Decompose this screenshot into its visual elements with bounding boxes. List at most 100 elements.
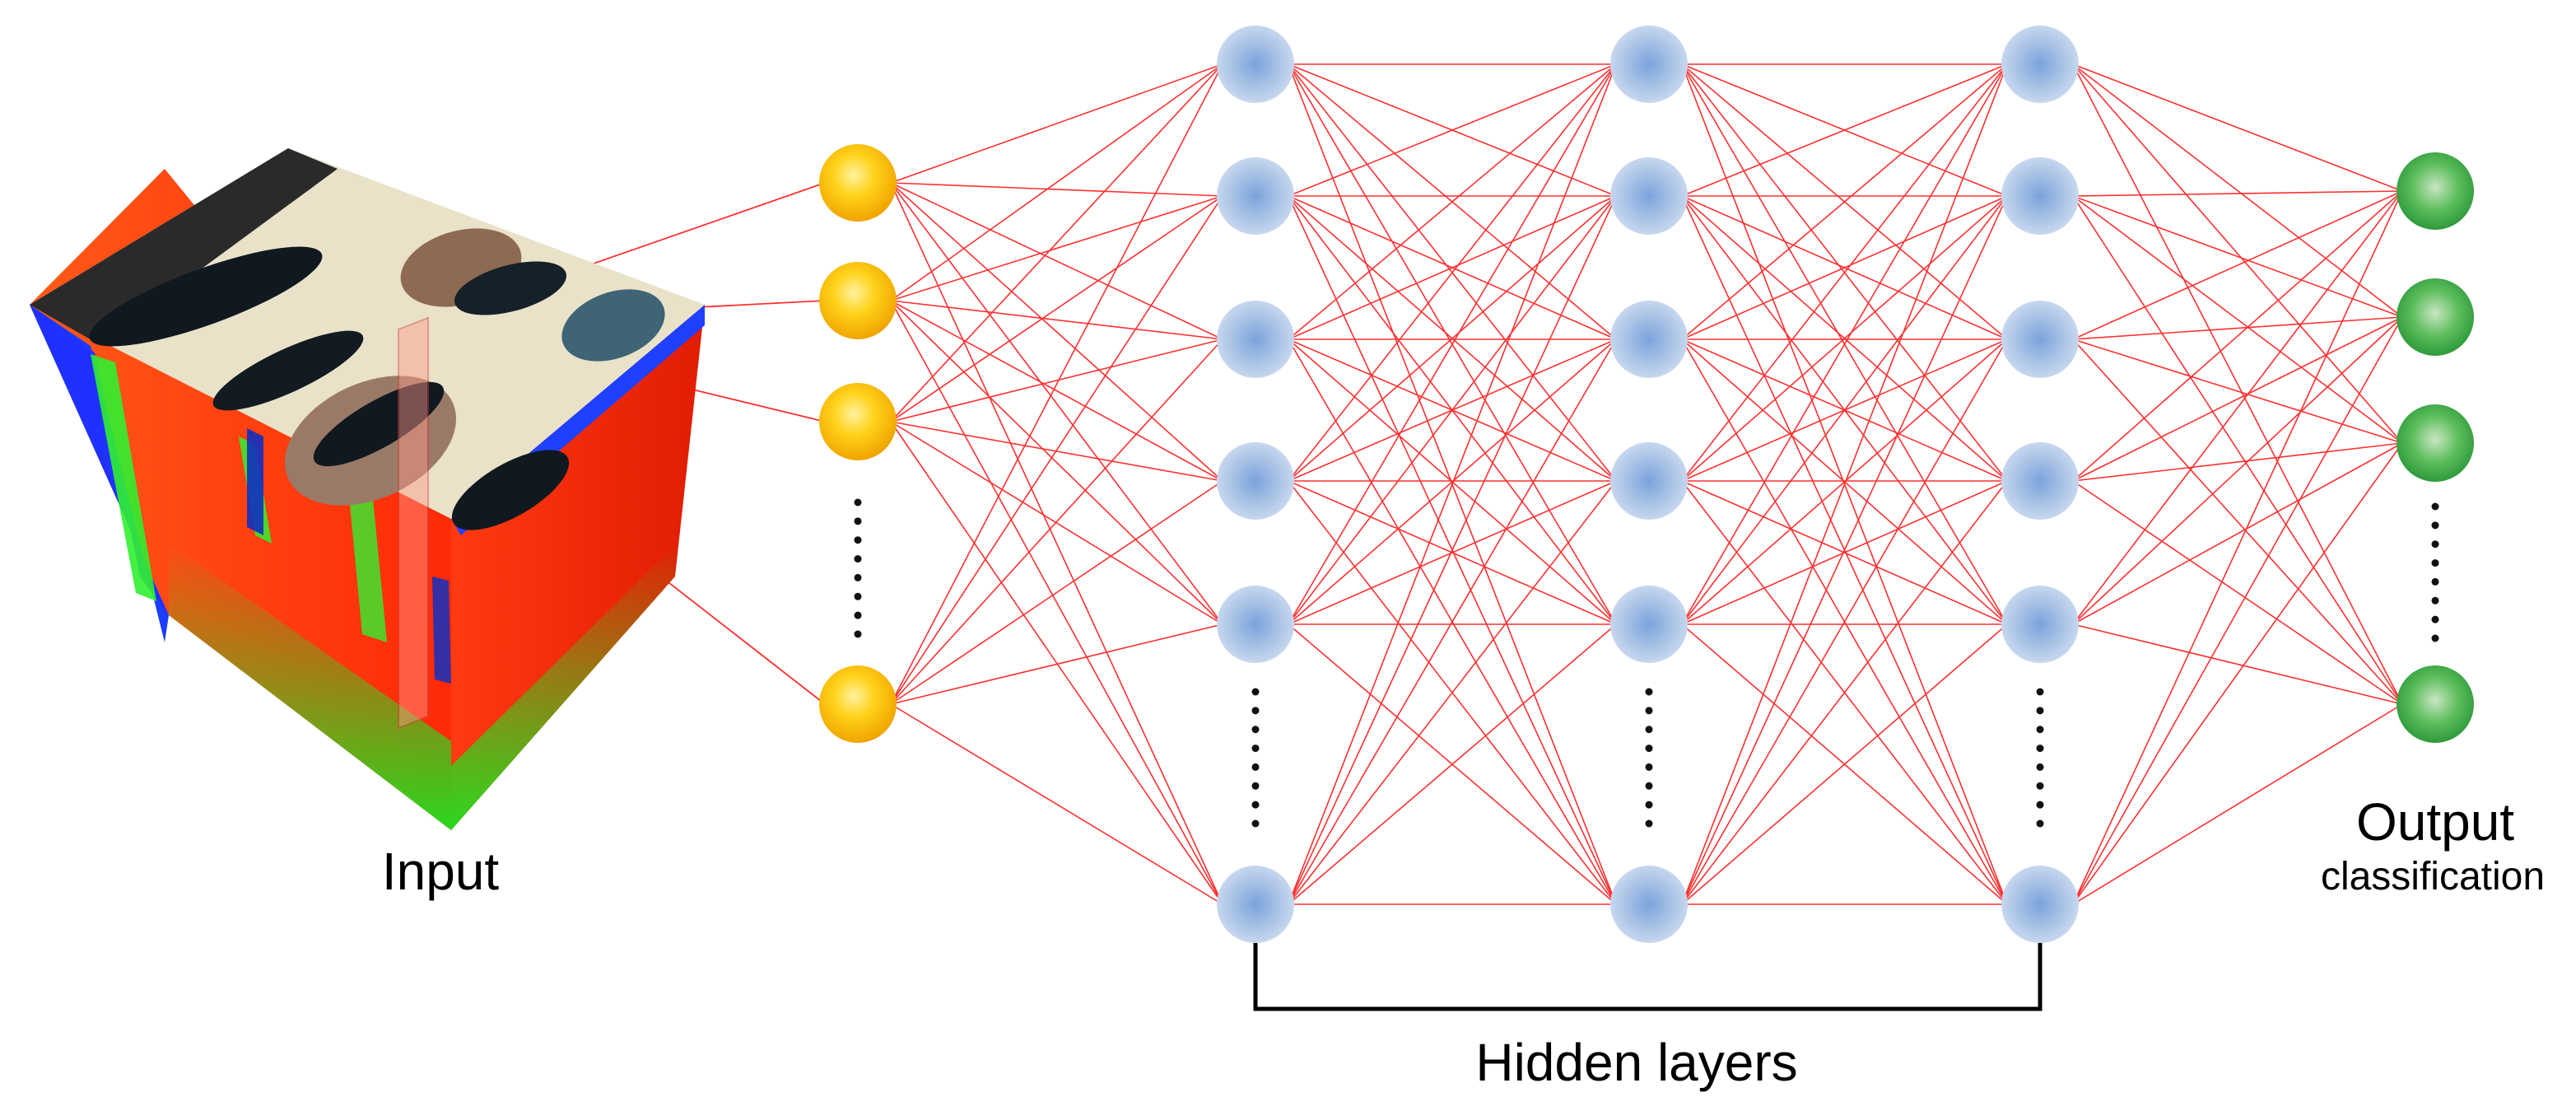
hidden-node: [1217, 301, 1294, 378]
connection-line: [890, 300, 1223, 625]
connection-line: [2072, 195, 2403, 705]
connection-line: [1681, 63, 2008, 905]
cube-side-bottom-green: [451, 544, 677, 830]
connection-line: [1681, 63, 2008, 340]
hidden-node: [2001, 301, 2079, 378]
connection-line: [1288, 338, 1617, 625]
connection-line: [2072, 195, 2403, 444]
output-ellipsis-dot: [2431, 559, 2439, 567]
connection-line: [2072, 442, 2403, 625]
connection-line: [2072, 703, 2403, 905]
cube-top-blue-patch: [561, 289, 665, 362]
connection-line: [1681, 623, 2008, 905]
connection-line: [1288, 480, 1617, 905]
input-node: [819, 262, 897, 339]
connection-line: [890, 703, 1223, 905]
connection-line: [1681, 195, 2008, 625]
hidden-ellipsis-dot: [2036, 688, 2044, 696]
connection-line: [1681, 63, 2008, 197]
connection-line: [2072, 190, 2403, 905]
hidden-node: [1610, 866, 1688, 943]
connection-line: [1288, 195, 1617, 625]
connection-line: [890, 63, 1223, 301]
input-ellipsis-dot: [854, 611, 862, 619]
connection-line: [2072, 195, 2403, 318]
connection-line: [1681, 480, 2008, 905]
connection-line: [1681, 63, 2008, 625]
connection-line: [2072, 63, 2403, 444]
connection-line: [2072, 338, 2403, 444]
hidden-node: [1217, 157, 1294, 235]
connection-line: [890, 338, 1223, 422]
input-label: Input: [382, 842, 500, 901]
connection-line: [890, 421, 1223, 625]
hidden-ellipsis-dot: [1645, 801, 1653, 809]
cube-front-blue-band: [247, 428, 263, 535]
cube-top-dark-corner: [30, 148, 338, 344]
hidden-node: [2001, 442, 2079, 520]
output-node: [2397, 152, 2474, 230]
hidden-ellipsis-dot: [1251, 726, 1260, 734]
connection-line: [2072, 190, 2403, 482]
hidden-ellipsis-dot: [2036, 745, 2044, 753]
input-ellipsis-dot: [854, 630, 862, 638]
hidden-ellipsis-dot: [1645, 688, 1653, 696]
output-ellipsis-dot: [2431, 634, 2439, 642]
connection-line: [1288, 63, 1617, 905]
input-node: [819, 144, 897, 222]
hidden-node: [1610, 442, 1688, 520]
cube-front-bottom-green: [169, 544, 451, 830]
cube-top-stroke-1: [89, 246, 323, 347]
hidden-node: [2001, 157, 2079, 235]
connection-line: [2072, 480, 2403, 705]
connection-line: [890, 421, 1223, 905]
connection-line: [2072, 316, 2403, 905]
connection-line: [2072, 442, 2403, 905]
connection-line: [1681, 195, 2008, 482]
hidden-ellipsis-dot: [1251, 782, 1260, 790]
hidden-node: [1610, 26, 1688, 103]
connection-line: [1288, 63, 1617, 482]
connection-line: [890, 300, 1223, 905]
connection-line: [1681, 195, 2008, 340]
connection-line: [890, 300, 1223, 482]
hidden-node: [1217, 26, 1294, 103]
input-ellipsis-dot: [854, 555, 862, 563]
input-node: [819, 383, 897, 460]
connection-line: [1288, 63, 1617, 625]
connection-line: [1681, 63, 2008, 482]
output-ellipsis-dot: [2431, 577, 2439, 586]
input-ellipsis-dot: [854, 517, 862, 525]
hidden-node: [2001, 866, 2079, 943]
connection-line: [2072, 316, 2403, 625]
cube-top-stroke-2: [212, 330, 364, 411]
hidden-ellipsis-dot: [1251, 763, 1260, 771]
connection-lines: [427, 63, 2403, 905]
output-node: [2397, 278, 2474, 356]
output-ellipsis-dot: [2431, 540, 2439, 548]
hidden-ellipsis-dot: [1251, 688, 1260, 696]
output-ellipsis-dot: [2431, 521, 2439, 530]
hidden-ellipsis-dot: [2036, 819, 2044, 828]
connection-line: [1288, 63, 1617, 340]
connection-line: [2072, 316, 2403, 340]
connection-line: [1681, 195, 2008, 905]
hidden-node: [1217, 866, 1294, 943]
connection-line: [890, 195, 1223, 422]
input-ellipsis-dot: [854, 573, 862, 581]
hidden-ellipsis-dot: [2036, 801, 2044, 809]
output-ellipsis-dot: [2431, 502, 2439, 511]
hidden-ellipsis-dot: [1645, 745, 1653, 753]
connection-line: [890, 63, 1223, 705]
hidden-layers-label: Hidden layers: [1475, 1033, 1797, 1092]
connection-line: [890, 182, 1223, 905]
connection-line: [1288, 623, 1617, 905]
output-ellipsis-dot: [2431, 596, 2439, 605]
hidden-ellipsis-dot: [2036, 782, 2044, 790]
connection-line: [1288, 338, 1617, 905]
cube-top-stroke-5: [454, 261, 567, 315]
output-node: [2397, 665, 2474, 743]
connection-line: [2072, 338, 2403, 705]
hidden-ellipsis-dot: [1645, 782, 1653, 790]
